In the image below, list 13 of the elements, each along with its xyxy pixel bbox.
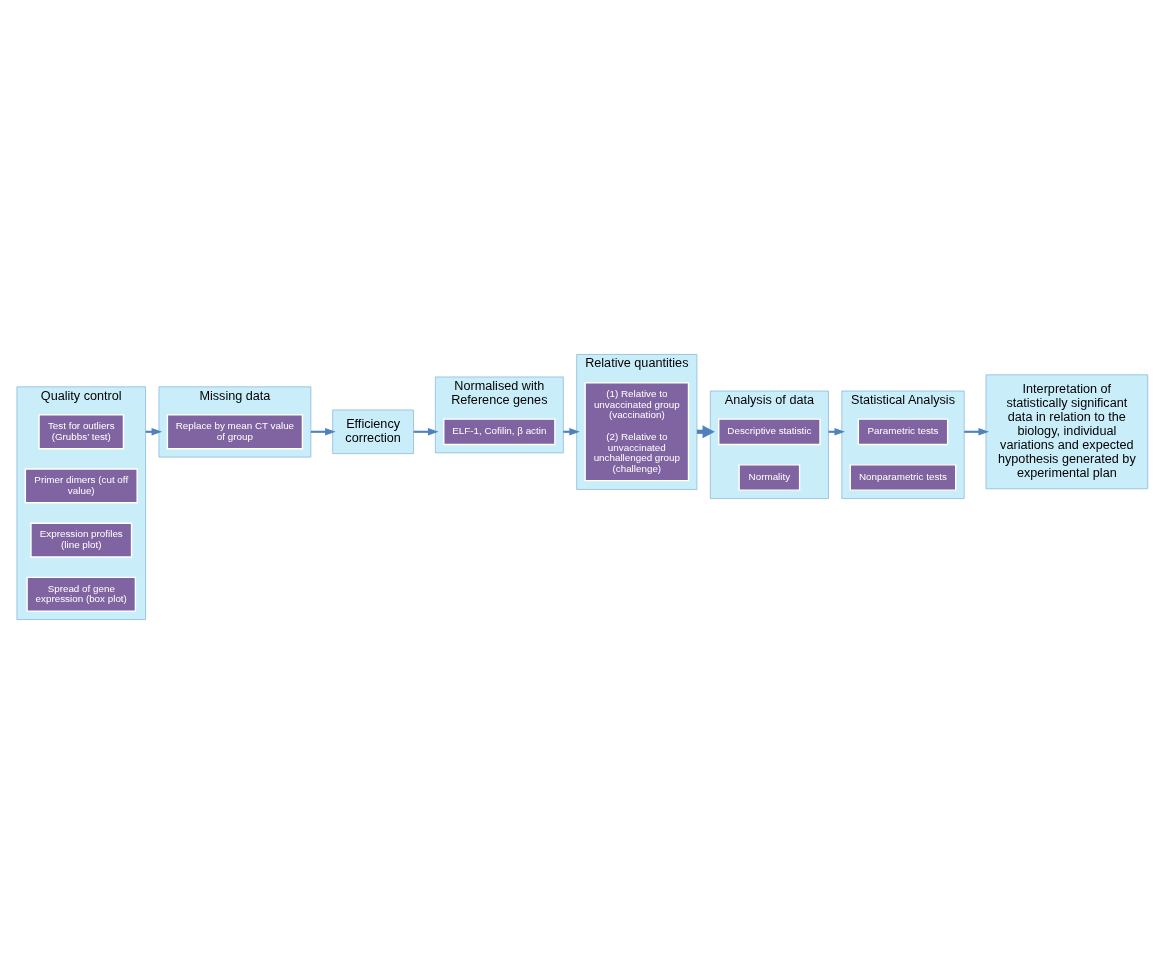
node-box: (1) Relative to unvaccinated group (vaccination) (2) Relative to unvaccinated unchallenged group (challenge) (584, 382, 690, 482)
node-box: Spread of gene expression (box plot) (26, 576, 137, 612)
node-box: Expression profiles (line plot) (30, 522, 133, 558)
node-box: Nonparametric tests (849, 464, 957, 491)
node-box: Efficiency correction (332, 409, 414, 454)
node-box: Normality (738, 464, 801, 491)
node-box: Replace by mean CT value of group (166, 414, 304, 450)
node-box: Primer dimers (cut off value) (24, 468, 138, 504)
node-box: ELF-1, Cofilin, β actin (443, 418, 556, 446)
node-box: Parametric tests (857, 418, 949, 446)
node-box: Test for outliers (Grubbs’ test) (38, 414, 125, 450)
node-box: Descriptive statistic (718, 418, 821, 446)
node-box: Interpretation of statistically significant data in relation to the biology, individual variations and expected hypothesis generated by experimental plan (985, 374, 1149, 490)
